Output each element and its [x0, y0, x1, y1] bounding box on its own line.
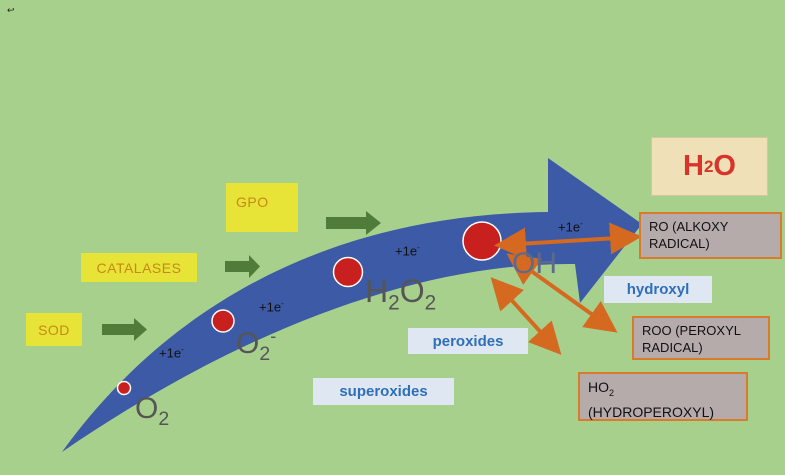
enzyme-label-gpo: GPO	[226, 183, 298, 232]
category-label-peroxides: peroxides	[408, 328, 528, 354]
category-label-hydroxyl: hydroxyl	[604, 276, 712, 303]
electron-dot-3	[332, 256, 364, 288]
enzyme-label-catalases: CATALASES	[81, 253, 197, 282]
link-arrow-ro	[494, 222, 642, 260]
link-arrow-ho2	[490, 277, 562, 355]
back-arrow-icon: ↩	[7, 6, 15, 16]
radical-box-ro: RO (ALKOXY RADICAL)	[639, 212, 782, 259]
species-o2: O2	[135, 392, 170, 430]
electron-dot-1	[116, 380, 132, 396]
species-h2o2: H2O2	[365, 273, 437, 315]
electron-dot-4	[462, 221, 502, 261]
link-arrow-roo	[506, 253, 618, 333]
electron-label-3: +1e-	[395, 243, 420, 259]
radical-box-ho2: HO2 (HYDROPEROXYL)	[578, 372, 748, 421]
radical-box-roo: ROO (PEROXYL RADICAL)	[632, 316, 770, 360]
enzyme-arrow-sod	[102, 318, 147, 341]
enzyme-label-sod: SOD	[26, 313, 82, 346]
species-oh: OH	[512, 247, 557, 280]
enzyme-arrow-gpo	[326, 211, 381, 235]
electron-label-1: +1e-	[159, 345, 184, 361]
electron-label-2: +1e-	[259, 299, 284, 315]
enzyme-arrow-catalases	[225, 255, 260, 278]
enzyme-label-sod-text: SOD	[38, 321, 70, 338]
electron-label-4: +1e-	[558, 219, 583, 235]
electron-dot-2	[211, 309, 235, 333]
enzyme-label-catalases-text: CATALASES	[96, 259, 182, 276]
species-superoxide: O2-	[236, 326, 277, 365]
enzyme-label-gpo-text: GPO	[236, 194, 269, 210]
category-label-superoxides: superoxides	[313, 378, 454, 405]
